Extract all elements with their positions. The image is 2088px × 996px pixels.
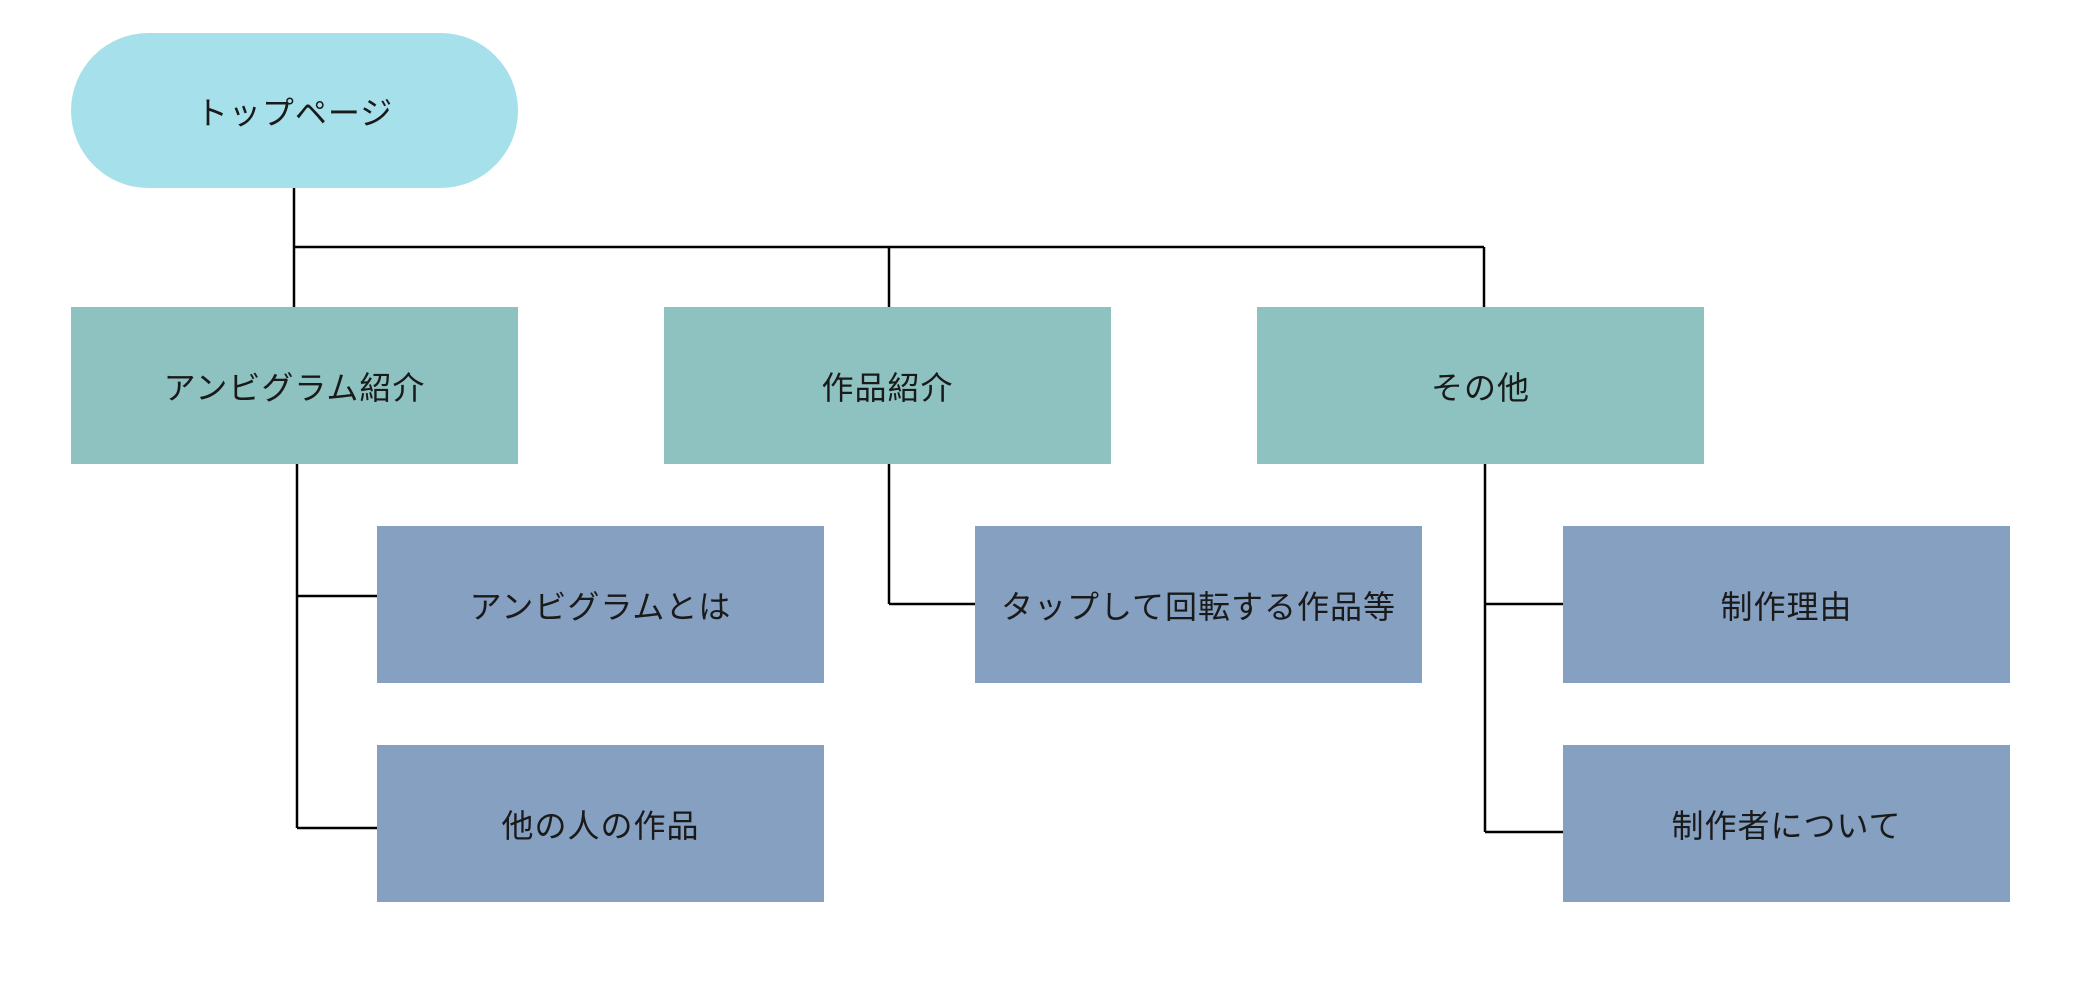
node-ambigram-intro: アンビグラム紹介 [71,307,518,464]
node-label: 他の人の作品 [501,806,700,845]
node-label: アンビグラムとは [469,587,732,626]
node-label: 制作理由 [1720,587,1853,626]
node-tap-rotate-works: タップして回転する作品等 [975,526,1422,683]
node-label: トップページ [195,93,394,132]
node-label: 制作者について [1671,806,1902,845]
node-other: その他 [1257,307,1704,464]
node-others-works: 他の人の作品 [377,745,824,902]
node-label: その他 [1430,368,1530,407]
node-what-is-ambigram: アンビグラムとは [377,526,824,683]
node-top-page: トップページ [71,33,518,188]
node-works-intro: 作品紹介 [664,307,1111,464]
node-label: アンビグラム紹介 [163,368,426,407]
node-label: 作品紹介 [821,368,954,407]
node-creation-reason: 制作理由 [1563,526,2010,683]
node-label: タップして回転する作品等 [1000,587,1397,626]
node-about-creator: 制作者について [1563,745,2010,902]
